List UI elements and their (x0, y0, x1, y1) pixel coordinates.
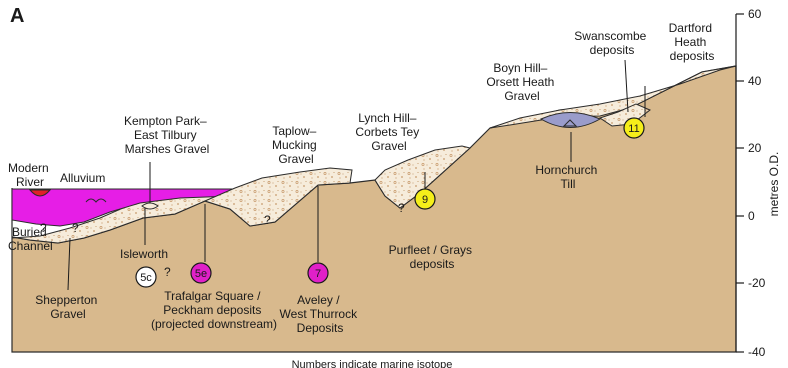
isotope-badge-7: 7 (308, 263, 328, 283)
isotope-badge-9: 9 (415, 189, 435, 209)
tick-label: 0 (748, 209, 755, 223)
label-taplow: Taplow– Mucking Gravel (272, 124, 320, 166)
isotope-badge-5e: 5e (191, 263, 211, 283)
uncertainty-mark: ? (264, 213, 271, 227)
label-kempton-park: Kempton Park– East Tilbury Marshes Grave… (124, 114, 210, 156)
badge-label: 11 (628, 123, 639, 135)
badge-label: 5e (195, 268, 207, 280)
tick-label: -40 (748, 345, 766, 359)
tick-label: 20 (748, 141, 762, 155)
uncertainty-mark: ? (398, 201, 405, 215)
panel-label: A (10, 5, 24, 27)
tick-label: -20 (748, 276, 766, 290)
badge-label: 9 (422, 194, 428, 206)
label-modern-river: Modern River (8, 161, 52, 189)
axis-ticks (736, 14, 744, 352)
footnote: Numbers indicate marine isotope (292, 359, 453, 368)
label-dartford-heath: Dartford Heath deposits (669, 21, 716, 63)
tick-label: 60 (748, 7, 762, 21)
uncertainty-mark: ? (40, 221, 47, 235)
uncertainty-mark: ? (72, 221, 79, 235)
label-lynch-hill: Lynch Hill– Corbets Tey Gravel (355, 111, 422, 153)
label-swanscombe: Swanscombe deposits (574, 29, 649, 57)
axis-title: metres O.D. (767, 152, 781, 217)
label-isleworth: Isleworth (120, 247, 168, 261)
isotope-badge-5c: 5c (136, 267, 156, 287)
badge-label: 7 (315, 268, 321, 280)
badge-label: 5c (140, 272, 152, 284)
label-trafalgar-square: Trafalgar Square / Peckham deposits (pro… (151, 289, 277, 331)
tick-label: 40 (748, 74, 762, 88)
isotope-badge-11: 11 (624, 118, 644, 138)
label-alluvium: Alluvium (60, 171, 105, 185)
uncertainty-mark: ? (164, 265, 171, 279)
label-boyn-hill: Boyn Hill– Orsett Heath Gravel (486, 61, 557, 103)
